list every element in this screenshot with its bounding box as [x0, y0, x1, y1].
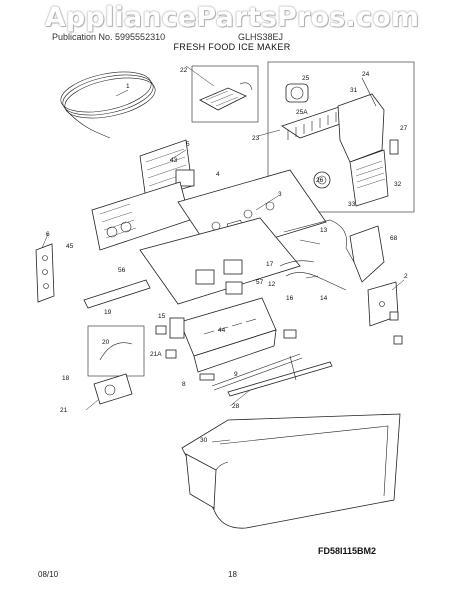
callout-label: 2	[404, 273, 408, 280]
part-base-plate[interactable]	[139, 217, 301, 305]
callout-label: 25	[302, 75, 310, 82]
part-connector[interactable]	[283, 329, 297, 339]
callout-label: 21	[60, 407, 68, 414]
inset-box-icemaker	[267, 61, 415, 213]
callout-label: 24	[362, 71, 370, 78]
diagram-code: FD58I115BM2	[318, 546, 377, 556]
part-front-cover[interactable]	[181, 413, 401, 529]
part-clip[interactable]	[165, 349, 177, 359]
callout-label: 68	[390, 235, 398, 242]
part-trim-strip[interactable]	[83, 279, 151, 309]
callout-label: 27	[400, 125, 408, 132]
part-tubing-coil[interactable]	[57, 65, 158, 139]
part-heater[interactable]	[199, 82, 253, 111]
footer-date: 08/10	[38, 570, 59, 579]
model-number: GLHS38EJ	[238, 32, 284, 42]
part-shutoff-arm[interactable]	[211, 353, 333, 397]
inset-box-valve	[87, 325, 145, 377]
callout-label: 26	[316, 177, 324, 184]
callout-label: 31	[350, 87, 358, 94]
watermark-logo: AppliancePartsPros.com	[44, 2, 420, 33]
part-side-bracket[interactable]	[35, 243, 55, 303]
callout-label: 45	[66, 243, 74, 250]
callout-label: 14	[320, 295, 328, 302]
callout-label: 25A	[296, 109, 308, 116]
callout-label: 30	[200, 437, 208, 444]
callout-label: 1	[126, 83, 130, 90]
callout-label: 19	[104, 309, 112, 316]
part-screw[interactable]	[389, 311, 399, 321]
part-insulation-panel[interactable]	[91, 181, 191, 251]
part-fastener[interactable]	[199, 373, 215, 381]
callout-leaders	[41, 65, 405, 443]
page-title: FRESH FOOD ICE MAKER	[173, 42, 291, 52]
callout-label: 6	[46, 231, 50, 238]
callout-label: 43	[170, 157, 178, 164]
callout-label: 3	[278, 191, 282, 198]
part-solenoid-valve[interactable]	[93, 342, 133, 405]
callout-label: 4	[216, 171, 220, 178]
callout-label: 20	[102, 339, 110, 346]
callout-label: 32	[394, 181, 402, 188]
part-cover-panel[interactable]	[349, 225, 385, 283]
callout-label: 18	[62, 375, 70, 382]
part-ice-mold[interactable]	[169, 297, 277, 373]
callout-label: 21A	[150, 351, 162, 358]
callout-label: 57	[256, 279, 264, 286]
part-screw[interactable]	[393, 335, 403, 345]
publication-number: Publication No. 5995552310	[52, 32, 166, 42]
callout-label: 33	[348, 201, 356, 208]
callout-labels: 1 2 3 4 5 6 8 9 12 13 14 15 16 17 18 19 …	[46, 67, 408, 444]
inset-box-heater	[191, 65, 259, 123]
callout-label: 8	[182, 381, 186, 388]
part-clip[interactable]	[155, 325, 167, 335]
callout-label: 5	[186, 141, 190, 148]
callout-label: 12	[268, 281, 276, 288]
part-icemaker-assembly[interactable]	[281, 77, 399, 207]
callout-label: 22	[180, 67, 188, 74]
footer-page-number: 18	[228, 570, 237, 579]
callout-label: 15	[158, 313, 166, 320]
part-wire-harness[interactable]	[279, 219, 355, 291]
callout-label: 28	[232, 403, 240, 410]
callout-label: 9	[234, 371, 238, 378]
callout-label: 13	[320, 227, 328, 234]
callout-label: 16	[286, 295, 294, 302]
callout-label: 44	[218, 327, 226, 334]
callout-label: 17	[266, 261, 274, 268]
callout-label: 56	[118, 267, 126, 274]
callout-label: 23	[252, 135, 260, 142]
